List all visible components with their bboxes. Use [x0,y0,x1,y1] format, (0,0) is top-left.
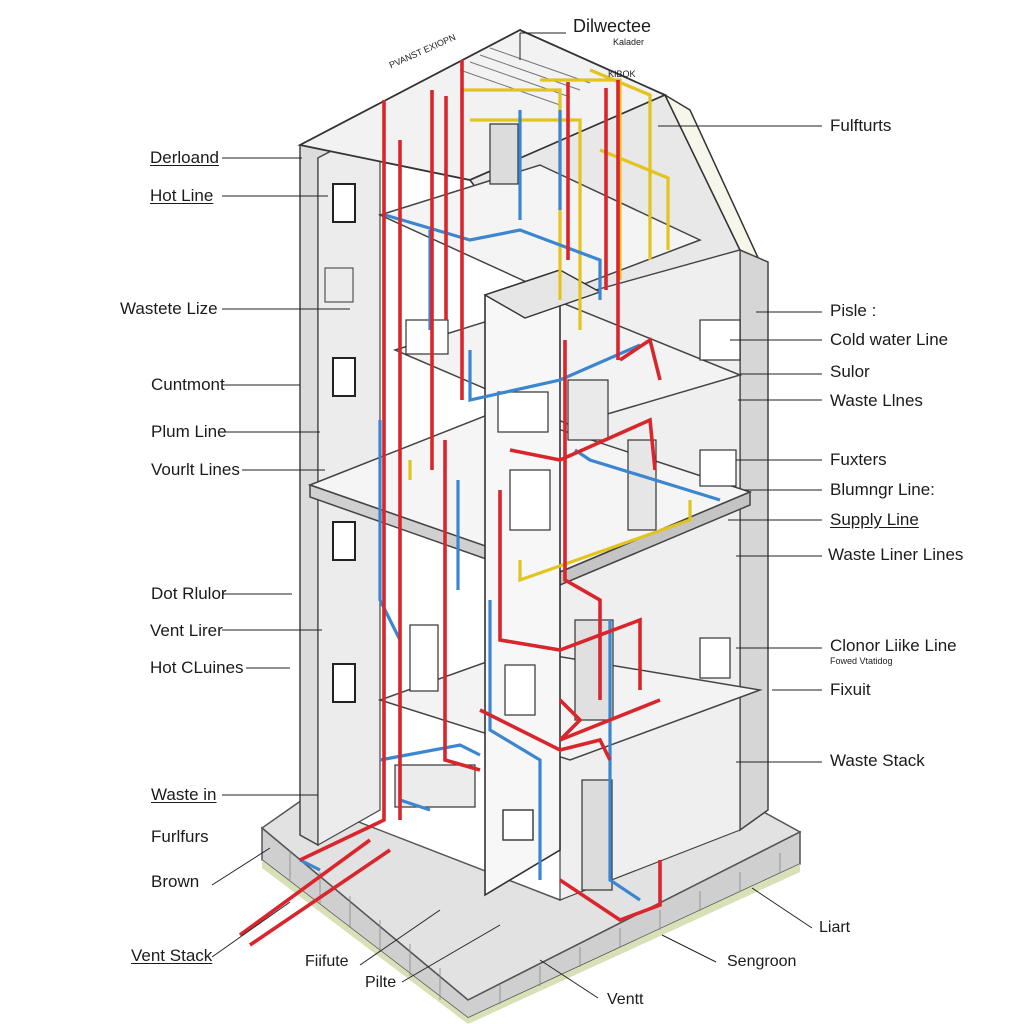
label-vent-stack: Vent Stack [131,946,213,965]
roof-label-secondary: KIBOK [608,69,636,79]
label-waste-liner-lines: Waste Liner Lines [828,545,964,564]
label-furlfurs: Furlfurs [151,827,209,846]
label-plum-line: Plum Line [151,422,227,441]
label-derloand: Derloand [150,148,219,167]
label-vourlt-lines: Vourlt Lines [151,460,240,479]
hot-water-pipes [238,60,662,947]
cold-water-pipes [299,110,721,902]
label-hot-cluines: Hot CLuines [150,658,244,677]
label-waste-stack: Waste Stack [830,751,925,770]
label-clonor-liike-line: Clonor Liike Line [830,636,957,655]
label-fowed-vtatidog: Fowed Vtatidog [830,656,893,666]
label-hot-line: Hot Line [150,186,214,205]
label-ventt: Ventt [607,991,644,1008]
label-fulfturts: Fulfturts [830,116,892,135]
label-sengroon: Sengroon [727,953,797,970]
label-fuxters: Fuxters [830,450,887,469]
label-brown: Brown [151,872,200,891]
label-vent-lirer: Vent Lirer [150,621,223,640]
label-supply-line: Supply Line [830,510,919,529]
label-waste-in: Waste in [151,785,217,804]
label-pisle: Pisle : [830,301,877,320]
label-dot-rlulor: Dot Rlulor [151,584,227,603]
label-cold-water-line: Cold water Line [830,330,949,349]
diagram-subtitle: Kalader [613,37,645,47]
label-fiifute: Fiifute [305,953,349,970]
label-wastete-lize: Wastete Lize [120,299,218,318]
label-liart: Liart [819,919,851,936]
label-fixuit: Fixuit [830,680,871,699]
label-pilte: Pilte [365,974,397,991]
diagram-title: Dilwectee [573,16,652,36]
label-waste-llnes: Waste Llnes [830,391,923,410]
label-sulor: Sulor [830,362,870,381]
label-cuntmont: Cuntmont [151,375,225,394]
label-blumngr-line: Blumngr Line: [830,480,935,499]
leader-lines [211,32,822,999]
